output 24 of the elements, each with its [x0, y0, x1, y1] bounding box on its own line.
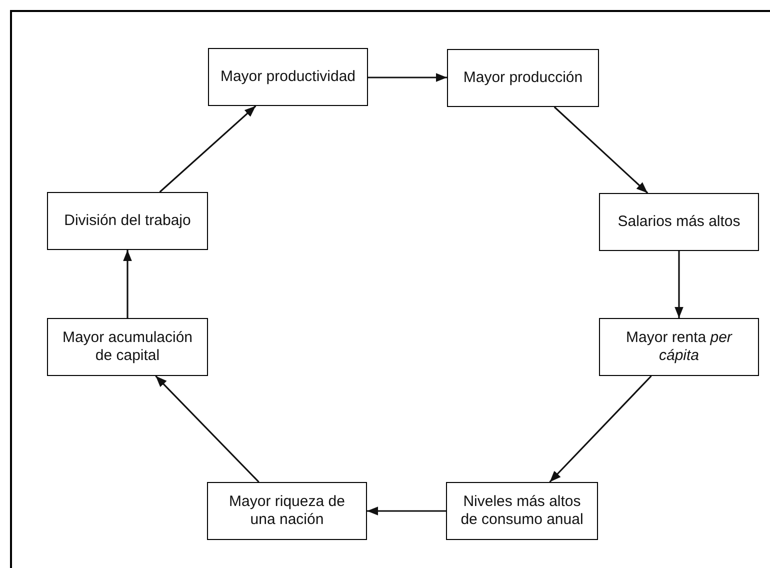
arrow: [549, 375, 652, 483]
arrow: [368, 73, 447, 82]
box-label: Mayor producción: [463, 69, 583, 87]
box-label: División del trabajo: [64, 212, 191, 230]
box-label: Mayor productividad: [220, 68, 356, 86]
arrow: [123, 250, 132, 318]
arrow: [155, 375, 260, 483]
box-label: Mayor renta per cápita: [625, 329, 734, 365]
process-box: [599, 318, 759, 376]
process-box: [599, 193, 759, 251]
process-box: [47, 318, 208, 376]
arrow: [367, 506, 446, 516]
arrow: [554, 106, 648, 194]
process-box: [207, 482, 367, 540]
process-box: [208, 48, 368, 106]
arrow: [674, 251, 684, 318]
process-box: [446, 482, 598, 540]
process-box: [447, 49, 599, 107]
process-box: [47, 192, 208, 250]
box-label: Niveles más altos de consumo anual: [460, 493, 584, 529]
box-label: Salarios más altos: [618, 213, 740, 231]
box-label: Mayor riqueza de una nación: [228, 493, 346, 529]
box-label: Mayor acumulación de capital: [61, 329, 194, 365]
arrow: [159, 105, 256, 193]
